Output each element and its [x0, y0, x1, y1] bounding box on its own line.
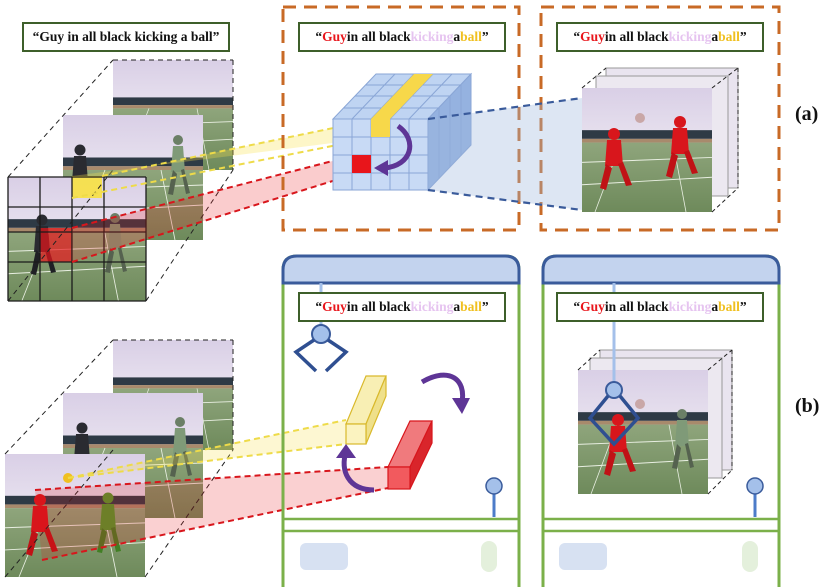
yellow-token-column: [371, 74, 433, 119]
stack-edges-a: [7, 59, 234, 302]
word-in-all-black: in all black: [604, 299, 669, 314]
pin-lever-b-right: [746, 477, 764, 517]
panel-label-b: (b): [795, 395, 820, 417]
quote-open: “: [315, 29, 323, 44]
word-kicking: kicking: [668, 299, 712, 314]
quote-open: “: [573, 29, 581, 44]
word-kicking: kicking: [410, 29, 454, 44]
word-ball: ball: [460, 29, 482, 44]
word-guy: Guy: [580, 29, 605, 44]
interaction-arrows: [336, 372, 470, 493]
query-box-b-middle: “Guy in all black kicking a ball”: [298, 292, 506, 322]
pin-lever-b-middle: [485, 477, 503, 517]
panel-toggle-b-middle: [481, 541, 497, 572]
output-projection-a: [428, 98, 582, 210]
quote-open: “: [315, 299, 323, 314]
red-token-cell: [352, 155, 371, 173]
query-box-a-right: “Guy in all black kicking a ball”: [556, 22, 764, 52]
frame-stack-a: [7, 59, 234, 302]
word-guy: Guy: [322, 29, 347, 44]
output-frames-b: [577, 349, 733, 495]
word-ball: ball: [718, 299, 740, 314]
green-panel-b-right: [541, 254, 781, 587]
panel-toggle-b-right: [742, 541, 758, 572]
word-in-all-black: in all black: [346, 299, 411, 314]
quote-open: “: [573, 299, 581, 314]
panel-label-a: (a): [795, 103, 819, 125]
query-text-plain: “Guy in all black kicking a ball”: [32, 29, 220, 44]
query-box-b-right: “Guy in all black kicking a ball”: [556, 292, 764, 322]
green-panel-b-middle: [281, 254, 521, 587]
claw-grabber-icon: [293, 283, 349, 373]
red-projection-b: [35, 467, 388, 560]
red-token-patch: [40, 228, 72, 262]
patch-grid: [7, 176, 147, 302]
output-frames-a: [581, 67, 739, 213]
panel-slot-b-middle: [300, 543, 348, 570]
word-in-all-black: in all black: [604, 29, 669, 44]
quote-close: ”: [739, 299, 747, 314]
yellow-token-cell: [371, 119, 390, 137]
word-guy: Guy: [580, 299, 605, 314]
word-ball: ball: [718, 29, 740, 44]
panel-header-b-middle: [281, 254, 521, 285]
query-box-a-middle: “Guy in all black kicking a ball”: [298, 22, 506, 52]
word-kicking: kicking: [410, 299, 454, 314]
word-ball: ball: [460, 299, 482, 314]
word-a: a: [711, 29, 719, 44]
token-cube: [331, 72, 473, 192]
attention-arrow-a: [383, 123, 413, 171]
word-a: a: [711, 299, 719, 314]
word-a: a: [453, 29, 461, 44]
quote-close: ”: [739, 29, 747, 44]
yellow-object-prism: [345, 375, 387, 445]
red-object-prism: [387, 420, 433, 490]
dashed-panel-a-right: [539, 5, 781, 232]
query-box-plain: “Guy in all black kicking a ball”: [22, 22, 230, 52]
word-a: a: [453, 299, 461, 314]
quote-close: ”: [481, 299, 489, 314]
panel-header-b-right: [541, 254, 781, 285]
frame-stack-b: [4, 339, 234, 578]
word-kicking: kicking: [668, 29, 712, 44]
dashed-panel-a-middle: [281, 5, 521, 232]
word-in-all-black: in all black: [346, 29, 411, 44]
word-guy: Guy: [322, 299, 347, 314]
quote-close: ”: [481, 29, 489, 44]
panel-slot-b-right: [559, 543, 607, 570]
